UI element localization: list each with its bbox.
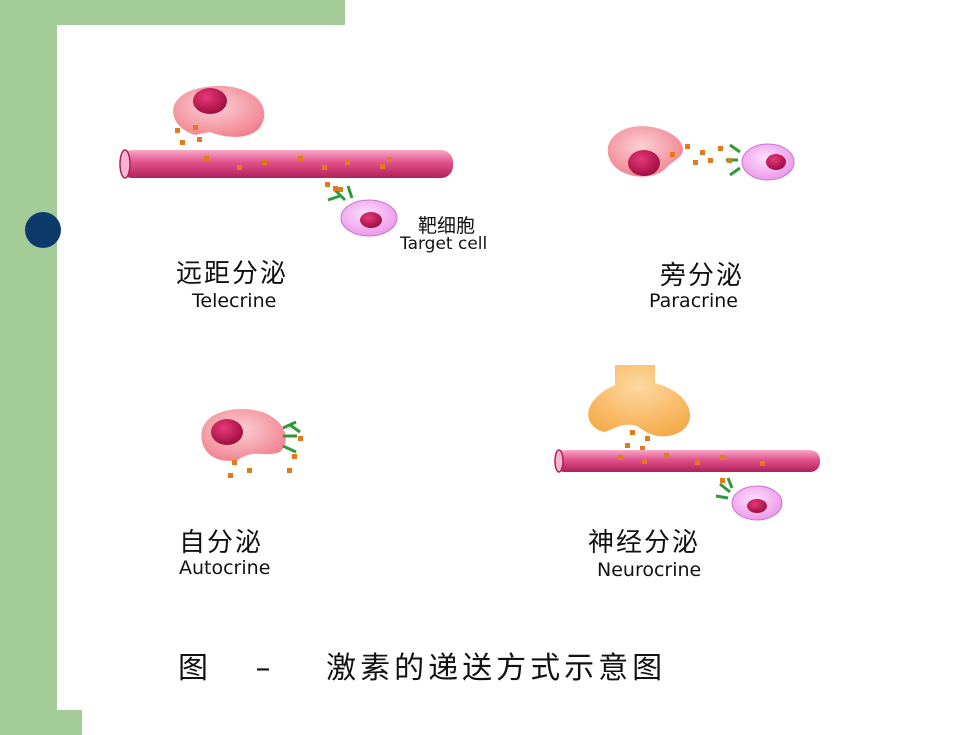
hormone-dots bbox=[228, 436, 303, 478]
neurocrine-label-cn: 神经分泌 bbox=[588, 528, 701, 558]
nucleus bbox=[193, 88, 227, 114]
green-top-band bbox=[0, 0, 345, 25]
hormone-dots-in-vessel bbox=[204, 156, 392, 170]
green-left-band bbox=[0, 0, 57, 735]
blood-vessel bbox=[120, 150, 453, 178]
blood-vessel bbox=[555, 450, 820, 472]
target-cell-label-cn: 靶细胞 bbox=[418, 215, 476, 237]
nucleus bbox=[628, 150, 660, 176]
paracrine-diagram bbox=[607, 126, 795, 181]
neurocrine-label-en: Neurocrine bbox=[597, 559, 702, 581]
green-bottom-band bbox=[0, 710, 82, 735]
receptor bbox=[327, 185, 354, 202]
paracrine-label-cn: 旁分泌 bbox=[660, 261, 745, 291]
caption-text: 激素的递送方式示意图 bbox=[326, 651, 667, 686]
target-nucleus bbox=[747, 499, 767, 513]
paracrine-label-en: Paracrine bbox=[649, 290, 738, 312]
nucleus bbox=[211, 419, 243, 445]
autocrine-diagram bbox=[201, 409, 303, 478]
hormone-dots-in-vessel bbox=[618, 453, 765, 466]
target-nucleus bbox=[360, 212, 382, 228]
target-nucleus bbox=[766, 154, 786, 170]
neurocrine-diagram bbox=[554, 365, 820, 521]
receptor bbox=[715, 477, 734, 500]
neuron-terminal bbox=[588, 365, 691, 437]
autocrine-label-en: Autocrine bbox=[179, 557, 271, 579]
figure-caption: 图 – 激素的递送方式示意图 bbox=[178, 643, 666, 687]
hormone-dots bbox=[670, 144, 723, 165]
caption-prefix: 图 bbox=[178, 651, 212, 686]
telecrine-label-en: Telecrine bbox=[192, 290, 277, 312]
telecrine-label-cn: 远距分泌 bbox=[176, 259, 289, 289]
vessel-end bbox=[554, 449, 564, 473]
target-cell-label-en: Target cell bbox=[400, 234, 488, 254]
receptor bbox=[282, 420, 301, 454]
bullet-dot bbox=[25, 212, 61, 248]
autocrine-label-cn: 自分泌 bbox=[179, 528, 264, 558]
hormone-dots bbox=[625, 430, 650, 451]
slide-content bbox=[57, 25, 980, 710]
hormone-dots bbox=[175, 125, 202, 145]
vessel-end bbox=[119, 149, 131, 179]
telecrine-diagram bbox=[119, 85, 453, 237]
hormone-dots-exit bbox=[325, 182, 343, 192]
caption-dash: – bbox=[255, 651, 275, 686]
